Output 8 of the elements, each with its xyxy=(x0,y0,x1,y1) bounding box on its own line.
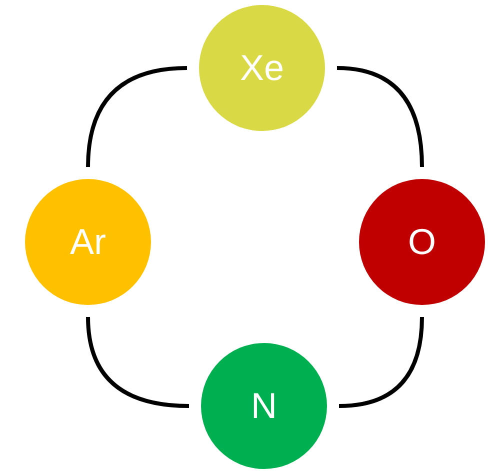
connector-arc xyxy=(338,316,424,408)
element-symbol: Xe xyxy=(240,50,284,86)
connector-arc xyxy=(86,66,188,168)
connector-arc xyxy=(86,316,190,408)
element-symbol: N xyxy=(251,388,277,424)
connector-arc xyxy=(336,66,424,168)
element-symbol: Ar xyxy=(70,224,106,260)
element-symbol: O xyxy=(408,224,436,260)
